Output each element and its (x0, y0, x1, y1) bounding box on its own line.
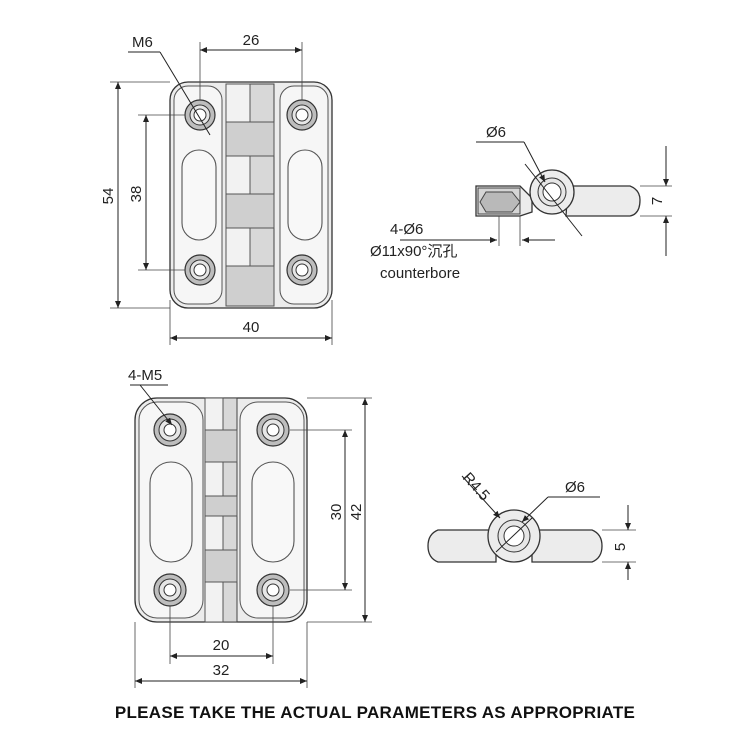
dim-phi6-large: Ø6 (486, 124, 506, 141)
dim-38: 38 (128, 186, 145, 203)
dim-4phi6: 4-Ø6 (390, 221, 423, 238)
hole-bottom-right (286, 254, 318, 286)
hole-small-top-right (256, 413, 290, 447)
hole-small-bottom-right (256, 573, 290, 607)
dim-counterbore: counterbore (380, 265, 460, 282)
hinge-small-side-view: R4.5 Ø6 5 (427, 469, 636, 580)
hole-top-right (286, 99, 318, 131)
hinge-large-side-view: Ø6 7 4-Ø6 Ø11x90°沉孔 counterbore (370, 124, 672, 282)
hole-bottom-left (184, 254, 216, 286)
dim-5: 5 (612, 543, 629, 551)
dim-r45: R4.5 (459, 469, 493, 504)
dim-4m5: 4-M5 (128, 367, 162, 384)
dim-32: 32 (213, 662, 230, 679)
dim-30: 30 (328, 504, 345, 521)
dim-54: 54 (100, 188, 117, 205)
dim-7: 7 (649, 197, 666, 205)
hinge-small-top-view: 4-M5 42 30 20 32 (128, 367, 372, 688)
dim-m6: M6 (132, 34, 153, 51)
footer-note: PLEASE TAKE THE ACTUAL PARAMETERS AS APP… (114, 703, 636, 722)
hole-small-top-left (153, 413, 187, 447)
dim-26: 26 (243, 32, 260, 49)
hole-small-bottom-left (153, 573, 187, 607)
hinge-large-top-view: 26 M6 54 38 40 (100, 32, 333, 345)
dim-counterbore-spec: Ø11x90°沉孔 (370, 243, 457, 260)
dim-42: 42 (348, 504, 365, 521)
dim-phi6-small: Ø6 (565, 479, 585, 496)
dim-20: 20 (213, 637, 230, 654)
hole-top-left (184, 99, 216, 131)
dim-40: 40 (243, 319, 260, 336)
